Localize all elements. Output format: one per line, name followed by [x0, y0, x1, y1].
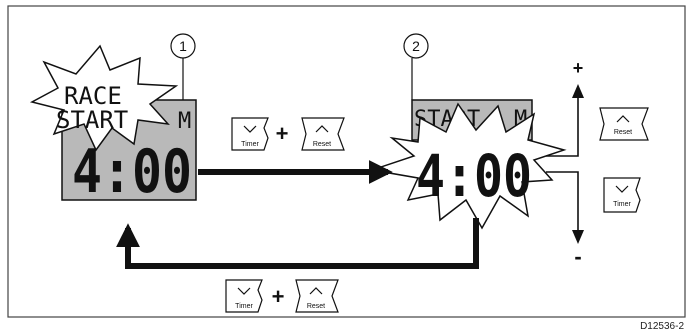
timer-button-top: Timer	[231, 117, 269, 151]
decrease-sign: -	[574, 244, 581, 269]
reset-label: Reset	[614, 129, 632, 136]
reset-button-right: Reset	[599, 107, 649, 141]
adjust-bracket-top	[546, 96, 579, 157]
left-mode: M	[178, 109, 191, 134]
callout-2-number: 2	[412, 38, 420, 54]
timer-label: Timer	[235, 303, 253, 310]
left-starburst-highlight	[29, 44, 179, 152]
figure-frame	[7, 5, 686, 318]
chevron-up-icon	[616, 115, 630, 123]
chevron-up-icon	[309, 287, 323, 295]
chevron-up-icon	[315, 125, 329, 133]
chevron-down-icon	[243, 125, 257, 133]
plus-sign-bottom: +	[272, 284, 285, 309]
up-arrow-head	[572, 84, 584, 98]
reset-label: Reset	[307, 303, 325, 310]
callout-2-circle	[403, 33, 429, 59]
timer-label: Timer	[613, 201, 631, 208]
adjust-bracket-bottom	[546, 171, 579, 232]
left-time: 4:00	[72, 137, 192, 207]
callout-1-number: 1	[179, 38, 187, 54]
callout-1-circle	[170, 33, 196, 59]
right-time: 4:00	[416, 142, 532, 210]
timer-button-bottom: Timer	[225, 279, 263, 313]
left-display: RACE START M 4:00	[29, 44, 197, 207]
down-arrow-head	[572, 230, 584, 244]
right-display: START M 4:00	[371, 99, 567, 230]
timer-button-right: Timer	[603, 177, 641, 213]
chevron-down-icon	[615, 185, 629, 193]
plus-sign-top: +	[276, 121, 289, 146]
left-line2: START	[56, 106, 128, 134]
timer-label: Timer	[241, 141, 259, 148]
reset-label: Reset	[313, 141, 331, 148]
figure-reference: D12536-2	[640, 321, 684, 332]
chevron-down-icon	[237, 287, 251, 295]
increase-sign: +	[573, 58, 584, 78]
left-line1: RACE	[64, 82, 122, 110]
reset-button-top: Reset	[301, 117, 345, 151]
reset-button-bottom: Reset	[295, 279, 339, 313]
return-arrow	[116, 218, 479, 269]
